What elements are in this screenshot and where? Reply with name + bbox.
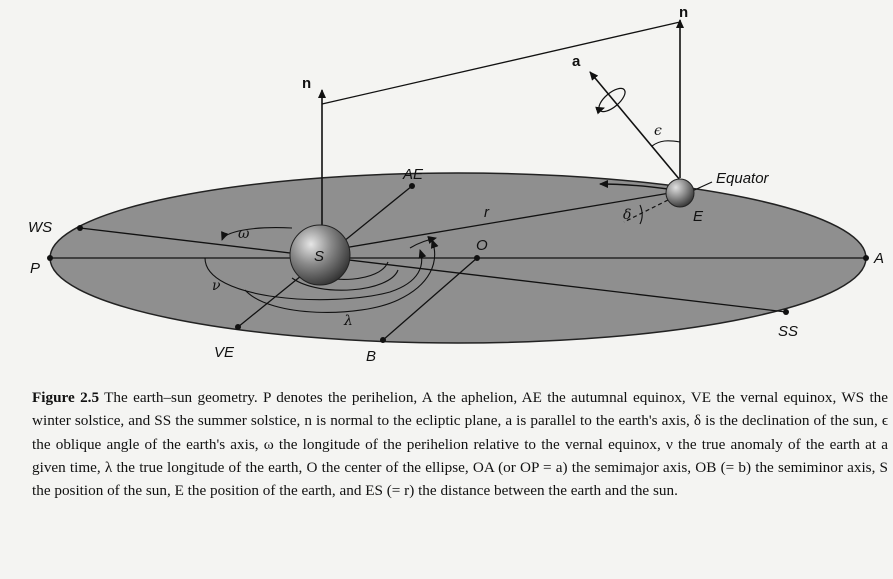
point-VE	[235, 324, 241, 330]
point-B	[380, 337, 386, 343]
figure-label: Figure 2.5	[32, 389, 100, 406]
sun-earth-line	[319, 192, 671, 253]
label-A: A	[873, 250, 884, 267]
solstice-line	[79, 227, 787, 313]
label-lambda: λ	[343, 313, 353, 329]
label-r: r	[484, 204, 490, 221]
caption-line-1: The earth–sun geometry. P denotes the pe…	[104, 389, 628, 406]
point-WS	[77, 225, 83, 231]
caption-line-2: equinox, VE the vernal equinox, WS the w…	[32, 389, 889, 430]
label-nu: ν	[212, 278, 221, 294]
orbit-direction-arrow	[599, 180, 669, 190]
inner-arc-1	[291, 269, 399, 291]
label-P: P	[30, 260, 40, 277]
label-WS: WS	[28, 219, 52, 236]
label-SS: SS	[778, 323, 798, 340]
caption-line-4: earth's axis, ω the longitude of the per…	[186, 435, 860, 453]
caption-line-6: axis, OB (= b) the semiminor axis, S the…	[32, 458, 889, 500]
figure-caption: Figure 2.5 The earth–sun geometry. P den…	[32, 386, 888, 502]
point-O	[474, 255, 480, 261]
label-n-left: n	[302, 75, 311, 92]
label-omega: ω	[238, 226, 250, 242]
earth-axis-vector	[589, 71, 681, 181]
caption-line-5: at a given time, λ the true longitude of…	[32, 435, 889, 476]
omega-arc	[221, 227, 293, 241]
label-B: B	[366, 348, 376, 365]
label-O: O	[476, 237, 488, 254]
minor-axis	[382, 257, 478, 341]
label-delta: δ	[623, 207, 631, 223]
label-equator: Equator	[716, 170, 770, 187]
caption-line-7: distance between the earth and the sun.	[440, 482, 678, 500]
label-AE: AE	[402, 166, 424, 183]
sun-sphere	[289, 224, 351, 286]
equator-dashed-line	[623, 199, 669, 223]
label-n-right: n	[679, 4, 688, 21]
epsilon-arc	[651, 140, 681, 147]
point-AE	[409, 183, 415, 189]
lambda-arc	[244, 239, 439, 313]
nu-arc	[204, 249, 427, 301]
label-a: a	[572, 53, 581, 70]
r-angle-arc	[409, 236, 437, 249]
rotation-arrow	[595, 106, 605, 115]
point-A	[863, 255, 869, 261]
caption-line-3: ecliptic plane, a is parallel to the ear…	[32, 412, 889, 453]
label-E: E	[693, 208, 704, 225]
label-VE: VE	[214, 344, 235, 361]
label-epsilon: ϵ	[654, 123, 662, 139]
point-P	[47, 255, 53, 261]
label-S: S	[314, 248, 324, 265]
delta-arc	[639, 204, 643, 225]
normal-connector-line	[321, 21, 681, 105]
earth-sun-geometry-diagram: n n a AE WS P A VE SS B O S E r ω ν λ δ …	[28, 4, 884, 365]
point-SS	[783, 309, 789, 315]
rotation-loop	[598, 87, 626, 113]
earth-sphere	[665, 178, 695, 208]
